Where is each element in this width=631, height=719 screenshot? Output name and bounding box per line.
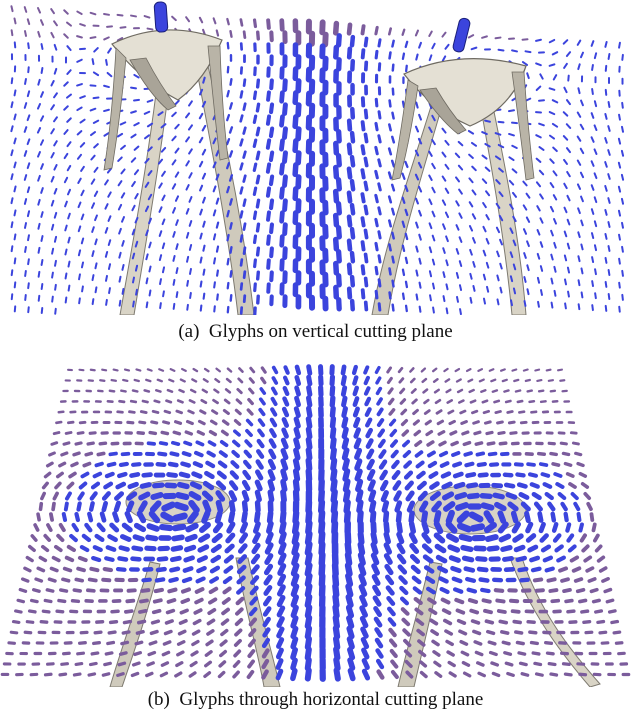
subfigure-b-caption: (b) Glyphs through horizontal cutting pl…	[0, 689, 631, 711]
subfigure-b-label: (b)	[147, 689, 170, 710]
subfigure-a-caption: (a) Glyphs on vertical cutting plane	[0, 321, 631, 343]
subfigure-a-image	[0, 0, 631, 315]
vertical-plane-glyph-render	[10, 1, 625, 315]
horizontal-plane-glyph-render	[0, 364, 631, 687]
subfigure-a-label: (a)	[178, 321, 200, 342]
vortex-funnels	[103, 1, 535, 181]
subfigure-a-caption-text: Glyphs on vertical cutting plane	[208, 321, 453, 342]
stream-surface-tubes	[119, 59, 527, 315]
vector-glyph-field	[0, 364, 631, 682]
subfigure-b-caption-text: Glyphs through horizontal cutting plane	[179, 689, 484, 710]
subfigure-b-image	[0, 362, 631, 687]
